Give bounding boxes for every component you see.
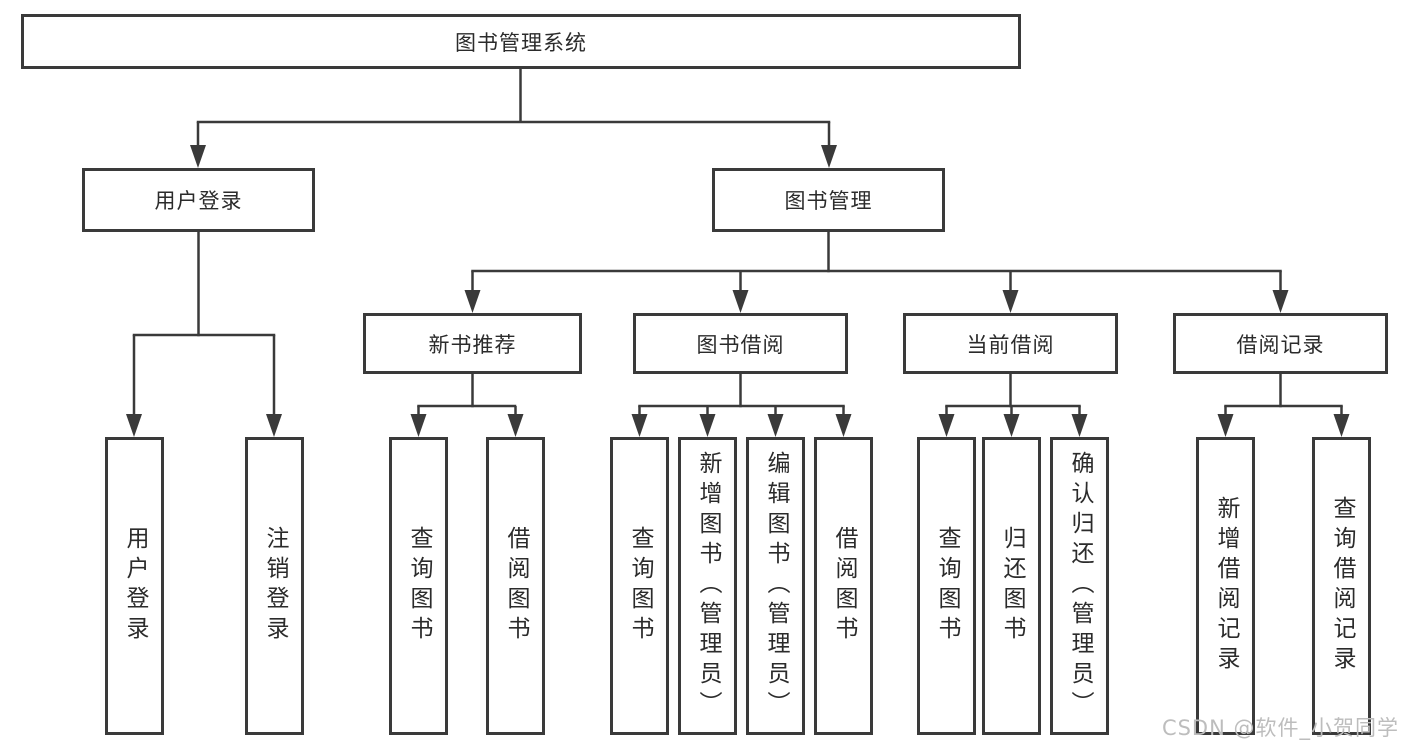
leaf-borrow-books-recommend: 借阅图书 (486, 437, 545, 735)
leaf-edit-book-admin: 编辑图书（管理员） (746, 437, 805, 735)
leaf-return-book: 归还图书 (982, 437, 1041, 735)
node-borrow-records: 借阅记录 (1173, 313, 1388, 374)
leaf-query-books-current: 查询图书 (917, 437, 976, 735)
node-new-book-recommend: 新书推荐 (363, 313, 582, 374)
node-book-management: 图书管理 (712, 168, 945, 232)
leaf-logout: 注销登录 (245, 437, 304, 735)
leaf-borrow-books: 借阅图书 (814, 437, 873, 735)
leaf-add-borrow-record: 新增借阅记录 (1196, 437, 1255, 735)
leaf-user-login: 用户登录 (105, 437, 164, 735)
leaf-query-books-borrow: 查询图书 (610, 437, 669, 735)
node-library-management-system: 图书管理系统 (21, 14, 1021, 69)
leaf-query-books-recommend: 查询图书 (389, 437, 448, 735)
leaf-add-book-admin: 新增图书（管理员） (678, 437, 737, 735)
node-book-borrow: 图书借阅 (633, 313, 848, 374)
node-current-borrow: 当前借阅 (903, 313, 1118, 374)
node-user-login: 用户登录 (82, 168, 315, 232)
watermark: CSDN @软件_小贺同学 (1161, 716, 1399, 740)
leaf-confirm-return-admin: 确认归还（管理员） (1050, 437, 1109, 735)
leaf-query-borrow-record: 查询借阅记录 (1312, 437, 1371, 735)
